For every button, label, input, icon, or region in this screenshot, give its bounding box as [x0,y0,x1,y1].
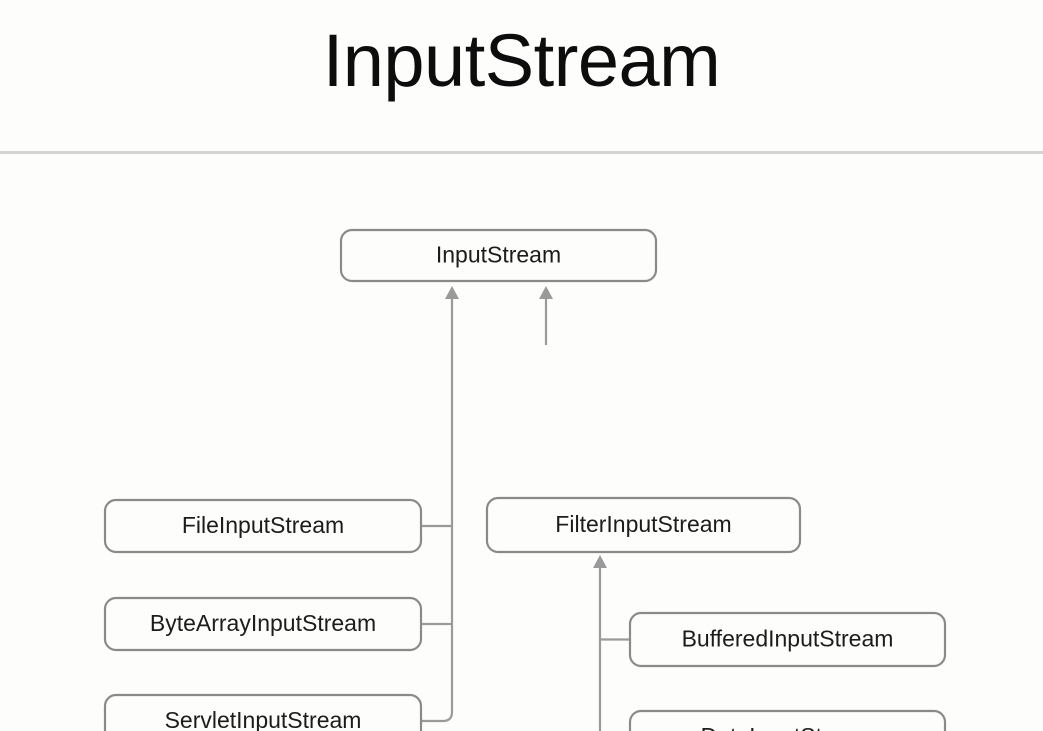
connector-layer [421,286,630,731]
title-divider [0,151,1043,154]
connector-spine-right-trunk [598,568,602,731]
node-label: ServletInputStream [165,707,362,731]
node-label: DataInputStream [701,723,875,731]
node-filter-input-stream[interactable]: FilterInputStream [485,496,802,554]
connector-spine-left-trunk [421,299,454,723]
node-file-input-stream[interactable]: FileInputStream [103,498,423,554]
node-box [628,709,947,731]
node-byte-array-input-stream[interactable]: ByteArrayInputStream [103,596,423,652]
node-data-input-stream[interactable]: DataInputStream [628,709,947,731]
node-label: FileInputStream [182,512,344,538]
node-box [103,498,423,554]
node-label: ByteArrayInputStream [150,610,376,636]
slide-header: InputStream [0,0,1043,154]
arrow-head-icon [539,286,553,299]
node-servlet-input-stream[interactable]: ServletInputStream [103,693,423,731]
node-label: BufferedInputStream [682,626,894,652]
node-box [485,496,802,554]
node-label: InputStream [436,242,561,268]
node-box [339,228,658,283]
node-buffered-input-stream[interactable]: BufferedInputStream [628,611,947,668]
node-box [103,596,423,652]
node-label: FilterInputStream [555,511,731,537]
diagram-canvas: InputStreamFileInputStreamByteArrayInput… [103,228,947,731]
node-layer: InputStreamFileInputStreamByteArrayInput… [103,228,947,731]
node-input-stream[interactable]: InputStream [339,228,658,283]
node-box [103,693,423,731]
arrow-head-icon [445,286,459,299]
page-title: InputStream [322,19,721,102]
arrow-head-icon [593,555,607,568]
node-box [628,611,947,668]
